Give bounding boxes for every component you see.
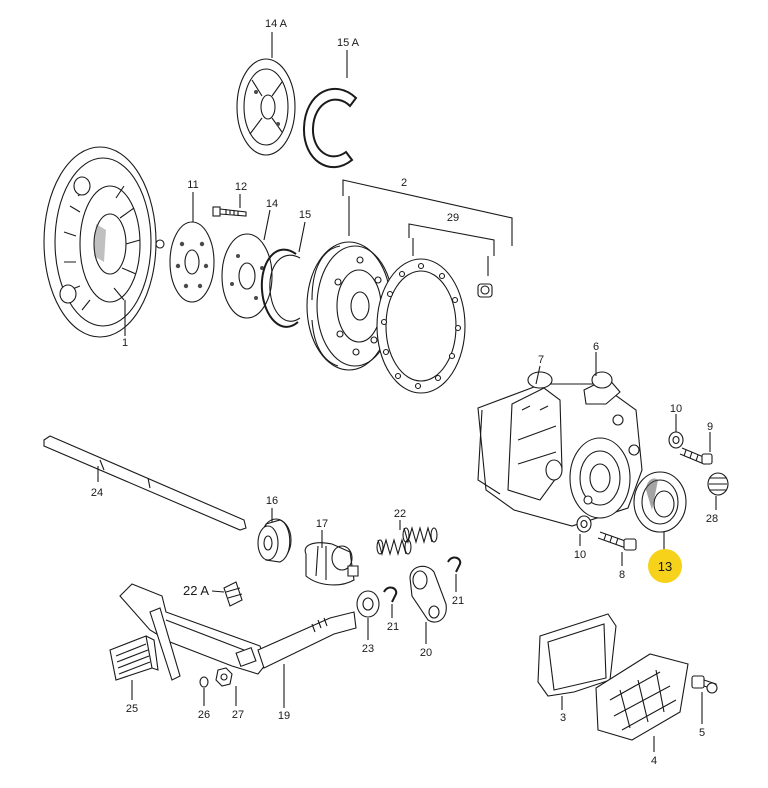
part-25-drawing <box>109 635 159 681</box>
label-9: 9 <box>707 421 713 433</box>
part-26-drawing <box>199 676 209 688</box>
label-6: 6 <box>593 341 599 353</box>
part-22a-drawing <box>223 581 243 607</box>
label-23: 23 <box>362 643 374 655</box>
part-16-drawing <box>257 518 292 563</box>
label-7: 7 <box>538 354 544 366</box>
part-29-bolt-drawing <box>477 283 493 298</box>
part-4-drawing <box>595 653 689 741</box>
label-15a: 15 A <box>337 37 360 49</box>
label-25: 25 <box>126 703 138 715</box>
label-17: 17 <box>316 518 328 530</box>
part-29-drawing <box>376 258 466 394</box>
label-5: 5 <box>699 727 705 739</box>
label-20: 20 <box>420 647 432 659</box>
label-14a: 14 A <box>265 18 288 30</box>
part-23-drawing <box>356 590 380 618</box>
part-14-drawing <box>221 233 273 319</box>
label-15: 15 <box>299 209 311 221</box>
label-26: 26 <box>198 709 210 721</box>
label-22: 22 <box>394 508 406 520</box>
highlight-marker-13 <box>648 549 682 583</box>
label-10-top: 10 <box>670 403 682 415</box>
group-brackets <box>342 179 513 276</box>
label-24: 24 <box>91 487 103 499</box>
label-21-right: 21 <box>452 595 464 607</box>
part-3-drawing <box>537 613 617 697</box>
part-17-drawing <box>304 542 359 586</box>
label-12: 12 <box>235 181 247 193</box>
part-21-drawing <box>383 556 462 603</box>
part-labels: 14 A 15 A 2 11 12 14 15 29 1 7 6 10 9 28… <box>91 18 718 767</box>
part-5-drawing <box>691 675 718 694</box>
label-2: 2 <box>401 177 407 189</box>
part-15a-drawing <box>302 87 358 169</box>
part-1-drawing <box>43 146 165 338</box>
label-28: 28 <box>706 513 718 525</box>
label-8: 8 <box>619 569 625 581</box>
part-19-drawing <box>119 583 357 681</box>
label-1: 1 <box>122 337 128 349</box>
part-22-drawing <box>376 525 438 557</box>
part-8-drawing <box>597 531 637 551</box>
part-6-7-housing-drawing <box>477 371 643 527</box>
label-29: 29 <box>447 212 459 224</box>
part-11-drawing <box>169 221 215 303</box>
part-10-top-drawing <box>668 431 684 449</box>
label-21-left: 21 <box>387 621 399 633</box>
label-13: 13 <box>658 559 672 574</box>
part-10-bottom-drawing <box>576 515 592 533</box>
part-14a-drawing <box>236 58 296 156</box>
label-22a: 22 A <box>183 583 209 598</box>
label-27: 27 <box>232 709 244 721</box>
label-14: 14 <box>266 198 278 210</box>
label-16: 16 <box>266 495 278 507</box>
part-24-drawing <box>43 435 247 531</box>
label-19: 19 <box>278 710 290 722</box>
part-27-drawing <box>215 667 233 687</box>
label-3: 3 <box>560 712 566 724</box>
label-10-bottom: 10 <box>574 549 586 561</box>
part-13-drawing <box>633 471 687 533</box>
part-12-drawing <box>212 206 247 217</box>
part-28-drawing <box>707 472 729 496</box>
part-9-drawing <box>679 447 713 465</box>
label-11: 11 <box>187 179 198 191</box>
part-15-drawing <box>260 248 301 328</box>
part-20-drawing <box>409 565 447 623</box>
label-4: 4 <box>651 755 657 767</box>
